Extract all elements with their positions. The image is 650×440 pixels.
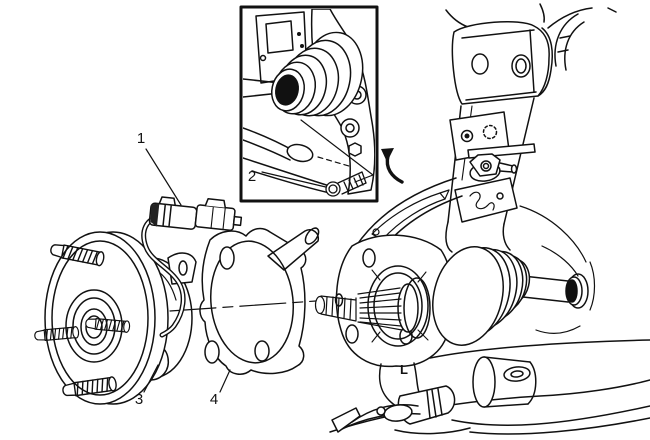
shield-tab — [267, 227, 320, 271]
sensor-bolt — [325, 171, 367, 197]
inset-detail-box: 2 — [239, 5, 379, 203]
strut-assembly — [445, 3, 617, 253]
harness-clip-bracket — [454, 177, 518, 223]
assembly-centerline — [169, 300, 317, 312]
lower-control-arm — [329, 339, 650, 435]
hub-bearing-assembly: 3 — [33, 231, 197, 408]
casting-mark: L — [400, 362, 408, 377]
spring-coil-cutoff — [554, 13, 579, 67]
sensor-wire-channel — [371, 189, 450, 241]
sensor-wire-inner — [142, 214, 185, 337]
inset-artwork — [243, 9, 375, 195]
callout-1-label: 1 — [137, 130, 145, 147]
callout-1-leader — [145, 148, 182, 206]
callout-3-label: 3 — [135, 391, 143, 408]
body-cutline — [445, 9, 469, 28]
axle-splines — [355, 287, 403, 331]
inset-leader-lines — [261, 119, 374, 189]
sensor-wire-bracket — [449, 111, 536, 161]
wheel-speed-sensor-connector: 1 — [137, 130, 243, 338]
strut-hex-bolt — [469, 153, 518, 182]
cv-boot — [432, 246, 531, 346]
connector-body — [148, 196, 243, 232]
callout-4-leader — [219, 369, 231, 393]
cv-axle — [314, 205, 596, 346]
callout-3-leader — [143, 364, 159, 393]
knuckle-bore — [367, 265, 429, 347]
splash-shield-gasket: 4 — [199, 227, 320, 408]
ball-joint — [331, 404, 421, 433]
callout-4-label: 4 — [210, 391, 218, 408]
callout-2-label: 2 — [248, 168, 256, 185]
axle-threaded-tip — [314, 295, 357, 322]
strut-bracket — [451, 21, 554, 105]
reference-arrow-icon — [381, 148, 404, 184]
control-arm-bushing — [472, 356, 537, 408]
inset-border — [239, 5, 379, 203]
shield-center-opening — [209, 240, 295, 364]
knuckle-lower-leg — [378, 363, 397, 407]
mount-ear-top — [167, 252, 197, 285]
